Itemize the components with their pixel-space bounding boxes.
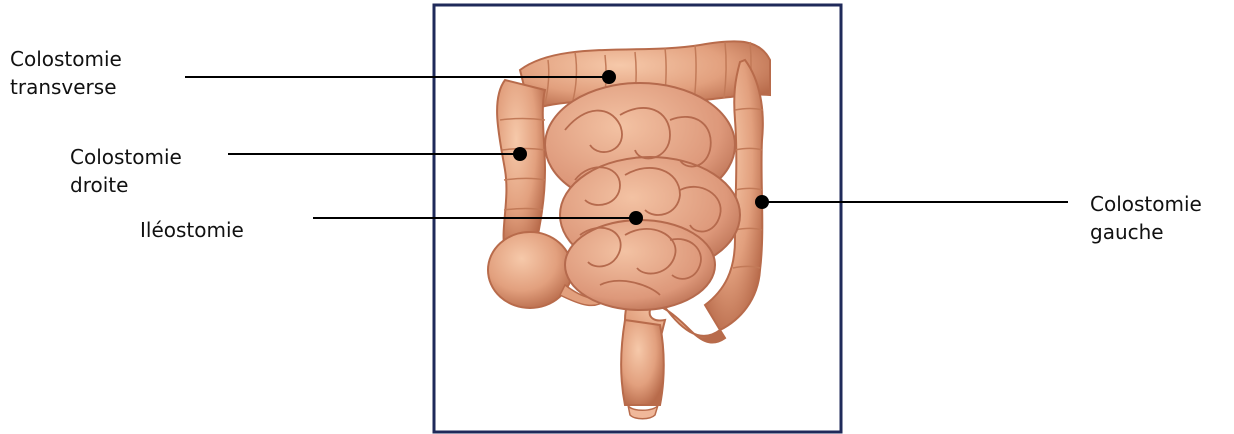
label-colostomie-gauche: Colostomie gauche: [1090, 190, 1202, 246]
marker-droite: [513, 147, 527, 161]
small-intestine: [545, 83, 740, 310]
label-colostomie-gauche-line1: Colostomie: [1090, 190, 1202, 218]
cecum: [488, 232, 572, 308]
ascending-colon: [497, 80, 545, 250]
label-colostomie-droite: Colostomie droite: [70, 143, 182, 199]
label-colostomie-droite-line2: droite: [70, 171, 182, 199]
marker-gauche: [755, 195, 769, 209]
label-colostomie-droite-line1: Colostomie: [70, 143, 182, 171]
label-colostomie-transverse-line2: transverse: [10, 73, 122, 101]
label-ileostomie: Iléostomie: [140, 216, 244, 244]
marker-transverse: [602, 70, 616, 84]
marker-ileo: [629, 211, 643, 225]
label-ileostomie-text: Iléostomie: [140, 216, 244, 244]
label-colostomie-transverse: Colostomie transverse: [10, 45, 122, 101]
rectum: [621, 320, 664, 405]
label-colostomie-transverse-line1: Colostomie: [10, 45, 122, 73]
label-colostomie-gauche-line2: gauche: [1090, 218, 1202, 246]
